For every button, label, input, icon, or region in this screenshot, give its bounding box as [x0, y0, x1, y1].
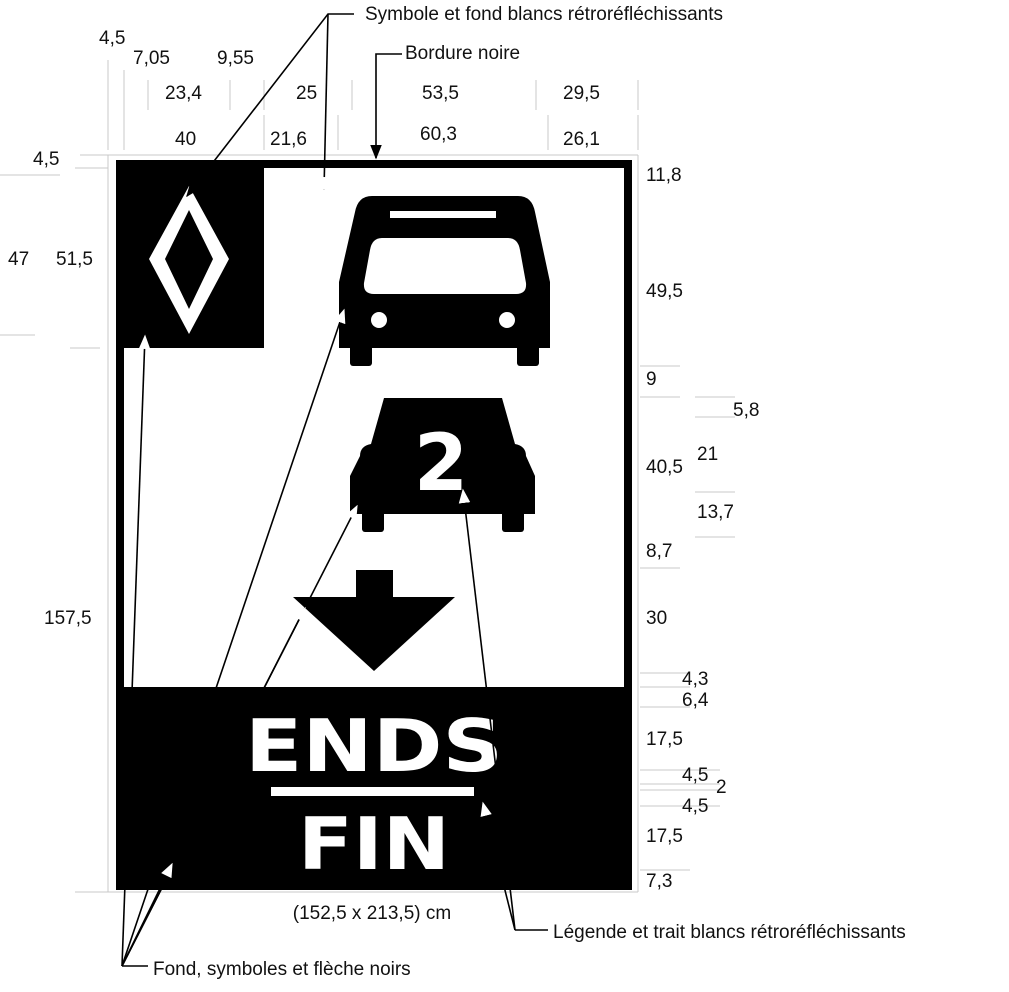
- dim-left: 51,5: [56, 249, 93, 270]
- dim-right: 4,3: [682, 669, 708, 690]
- car-symbol: [350, 398, 535, 532]
- callout-legend: Légende et trait blancs rétroréfléchissa…: [553, 922, 906, 943]
- legend-divider: [271, 787, 474, 796]
- sign-size-label: (152,5 x 213,5) cm: [293, 903, 451, 924]
- callout-border: Bordure noire: [405, 43, 520, 64]
- dim-left: 4,5: [33, 149, 59, 170]
- dim-top: 60,3: [420, 124, 457, 145]
- dim-right: 17,5: [646, 826, 683, 847]
- dim-top: 7,05: [133, 48, 170, 69]
- dim-top: 40: [175, 129, 196, 150]
- dim-top: 53,5: [422, 83, 459, 104]
- dim-right: 13,7: [697, 502, 734, 523]
- dim-right: 2: [716, 777, 727, 798]
- dim-right: 4,5: [682, 765, 708, 786]
- legend-fin: FIN: [298, 802, 450, 886]
- callout-arrows: [121, 13, 548, 967]
- top-dimensions: 4,5 7,05 9,55 23,4 25 53,5 29,5 40 21,6 …: [99, 28, 600, 150]
- sign: 2 ENDS FIN: [116, 160, 632, 890]
- dim-left: 157,5: [44, 608, 92, 629]
- dim-right: 49,5: [646, 281, 683, 302]
- dim-right: 17,5: [646, 729, 683, 750]
- down-arrow-icon: [293, 570, 455, 671]
- dim-top: 25: [296, 83, 317, 104]
- bus-symbol: [339, 196, 550, 366]
- left-dimensions: 4,5 47 51,5 157,5: [8, 149, 93, 629]
- dim-top: 21,6: [270, 129, 307, 150]
- dim-right: 11,8: [646, 165, 682, 186]
- right-dimensions: 11,8 49,5 9 5,8 40,5 21 13,7 8,7 30 4,3 …: [646, 165, 759, 892]
- dim-right: 40,5: [646, 457, 683, 478]
- diamond-symbol: [149, 186, 229, 334]
- dim-right: 4,5: [682, 796, 708, 817]
- dimension-guides: [0, 60, 735, 893]
- dim-right: 5,8: [733, 400, 759, 421]
- callout-bottom: Fond, symboles et flèche noirs: [153, 959, 411, 980]
- dim-right: 7,3: [646, 871, 672, 892]
- dim-top: 29,5: [563, 83, 600, 104]
- dim-top: 4,5: [99, 28, 125, 49]
- callout-top: Symbole et fond blancs rétroréfléchissan…: [365, 4, 723, 25]
- dim-top: 23,4: [165, 83, 202, 104]
- dim-right: 9: [646, 369, 657, 390]
- dim-right: 21: [697, 444, 718, 465]
- legend-ends: ENDS: [245, 704, 503, 788]
- dim-top: 9,55: [217, 48, 254, 69]
- dim-top: 26,1: [563, 129, 600, 150]
- dim-left: 47: [8, 249, 29, 270]
- dim-right: 6,4: [682, 690, 709, 711]
- dim-right: 30: [646, 608, 667, 629]
- dim-right: 8,7: [646, 541, 672, 562]
- occupancy-number: 2: [414, 419, 468, 509]
